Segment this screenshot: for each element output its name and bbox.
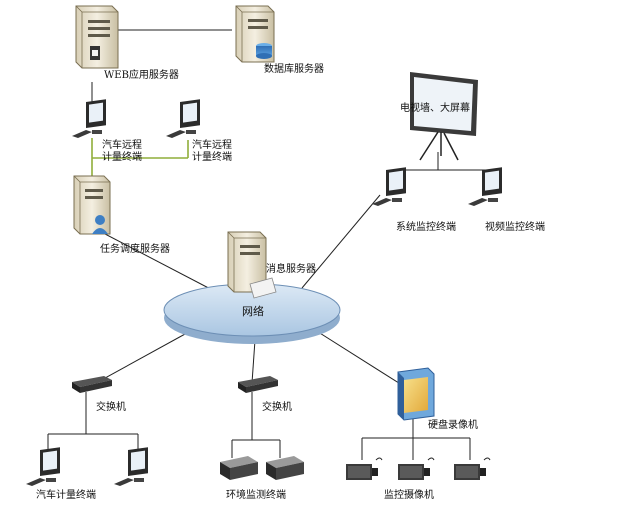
- env-monitor-terminal-label: 环境监测终端: [226, 490, 286, 501]
- link-network-switch-left: [95, 327, 197, 384]
- switch-mid-label: 交换机: [262, 402, 292, 413]
- link-sysmon-network: [301, 194, 381, 289]
- link-network-switch-mid: [251, 339, 256, 384]
- switch-mid-icon: [238, 376, 278, 393]
- switch-left-label: 交换机: [96, 402, 126, 413]
- db-server-icon: [235, 5, 275, 63]
- network-cloud: [163, 283, 341, 344]
- camera-1-icon: [346, 457, 383, 480]
- dvr-icon: [397, 367, 435, 421]
- car-remote-terminal-1-label: 汽车远程 计量终端: [102, 140, 142, 164]
- car-meter-terminal-2-icon: [114, 447, 148, 486]
- task-server-label: 任务调度服务器: [100, 244, 170, 255]
- env-monitor-device-1-icon: [220, 456, 258, 480]
- car-remote-terminal-2-icon: [166, 99, 200, 138]
- tv-wall-icon: [410, 72, 478, 161]
- camera-label: 监控摄像机: [384, 490, 434, 501]
- db-server-label: 数据库服务器: [264, 64, 324, 75]
- link-network-dvr: [314, 329, 403, 386]
- system-monitor-terminal-label: 系统监控终端: [396, 222, 456, 233]
- green-links: [91, 138, 189, 176]
- car-remote-terminal-1-line-1: 汽车远程: [102, 140, 142, 151]
- camera-3-icon: [454, 457, 491, 480]
- web-server-icon: [75, 5, 119, 69]
- message-server-icon: [227, 231, 277, 299]
- car-remote-terminal-2-label: 汽车远程 计量终端: [192, 140, 232, 164]
- car-meter-terminal-1-icon: [26, 447, 60, 486]
- task-server-icon: [73, 175, 111, 235]
- dvr-label: 硬盘录像机: [428, 420, 478, 431]
- message-server-label: 消息服务器: [266, 264, 316, 275]
- car-remote-terminal-1-line-2: 计量终端: [102, 152, 142, 163]
- env-monitor-device-2-icon: [266, 456, 304, 480]
- web-server-label: WEB应用服务器: [104, 70, 179, 81]
- network-label: 网络: [242, 305, 264, 318]
- video-monitor-terminal-label: 视频监控终端: [485, 222, 545, 233]
- car-remote-terminal-2-line-2: 计量终端: [192, 152, 232, 163]
- car-remote-terminal-2-line-1: 汽车远程: [192, 140, 232, 151]
- video-monitor-terminal-icon: [468, 167, 502, 206]
- car-meter-terminal-label: 汽车计量终端: [36, 490, 96, 501]
- tv-wall-label: 电视墙、大屏幕: [400, 103, 470, 114]
- system-monitor-terminal-icon: [372, 167, 406, 206]
- camera-2-icon: [398, 457, 435, 480]
- car-remote-terminal-1-icon: [72, 99, 106, 138]
- switch-left-icon: [72, 376, 112, 393]
